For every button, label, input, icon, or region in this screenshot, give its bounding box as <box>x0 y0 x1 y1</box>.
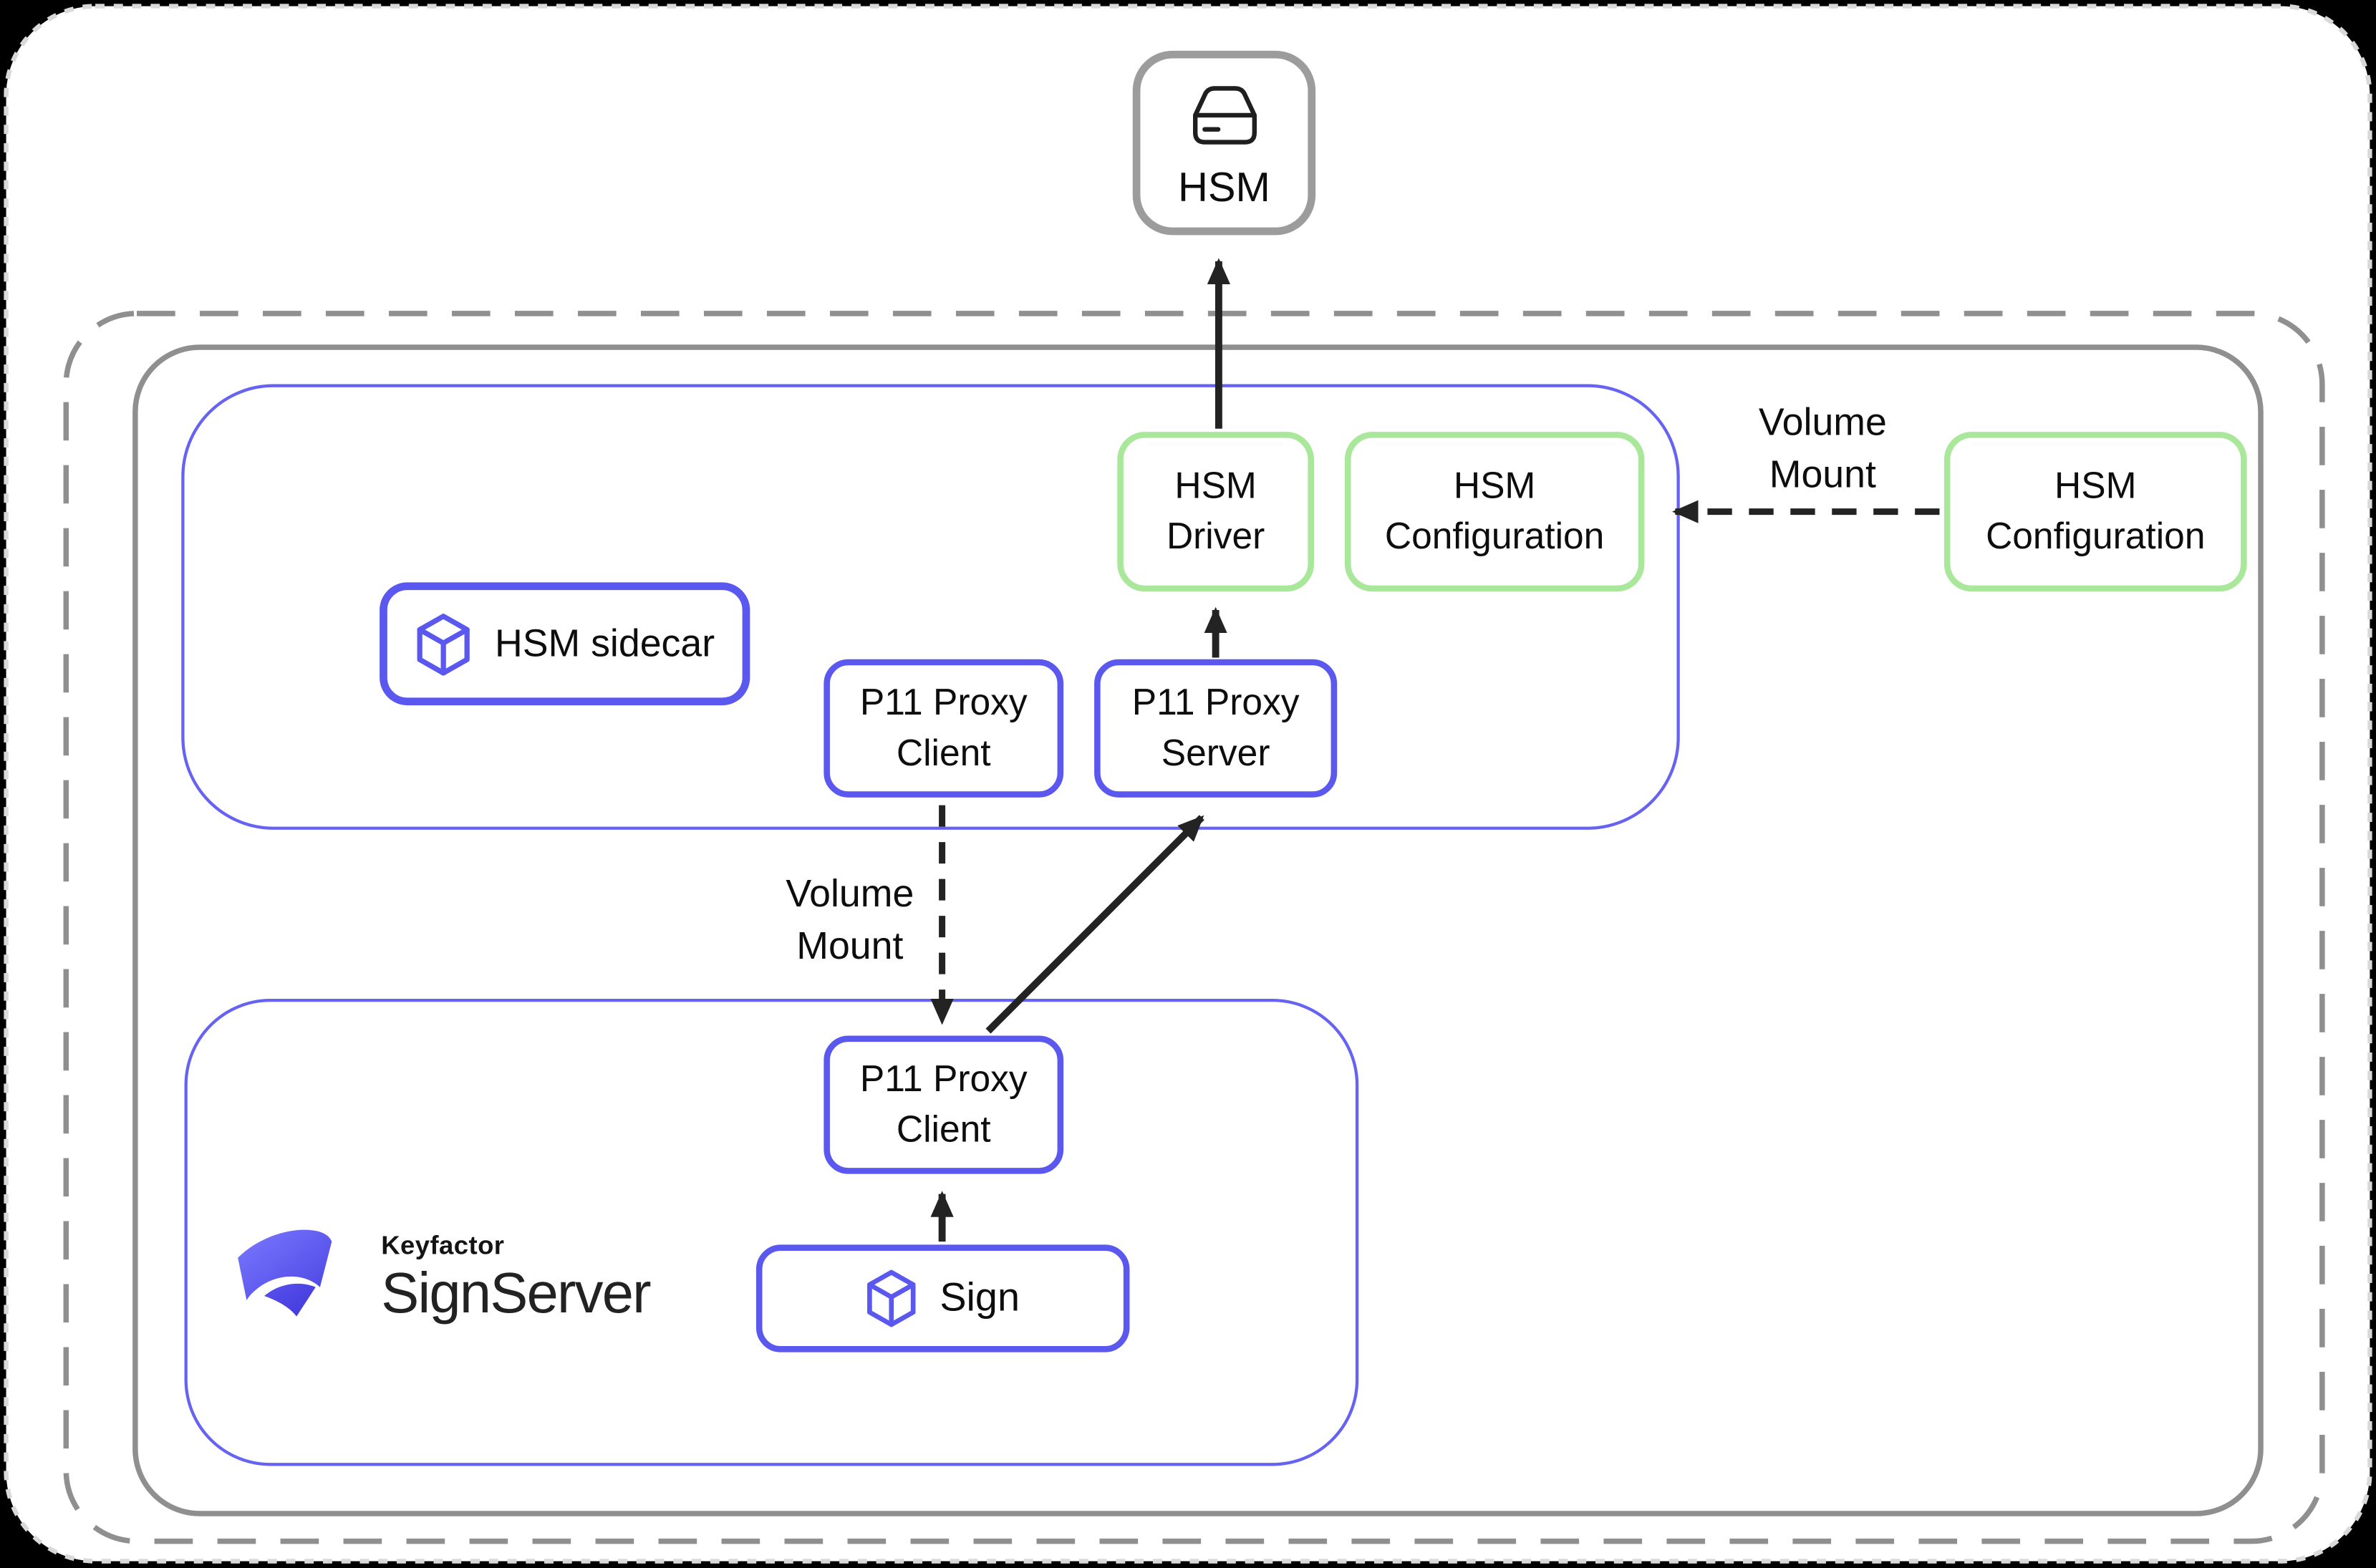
p11-proxy-server-label: P11 Proxy Server <box>1131 682 1300 775</box>
hsm-sidecar-title-box: HSM sidecar <box>380 582 750 706</box>
hsm-drive-icon <box>1192 86 1256 145</box>
volume-mount-label-right: Volume Mount <box>1758 401 1887 497</box>
p11-proxy-client-signserver-node: P11 Proxy Client <box>824 1035 1064 1174</box>
p11-proxy-client-sidecar-node: P11 Proxy Client <box>824 659 1064 798</box>
hsm-driver-label: HSM Driver <box>1166 465 1265 558</box>
p11-proxy-client-signserver-label: P11 Proxy Client <box>859 1058 1028 1151</box>
hsm-configuration-label: HSM Configuration <box>1384 465 1605 558</box>
hsm-sidecar-label: HSM sidecar <box>494 621 715 665</box>
sign-node: Sign <box>755 1244 1130 1352</box>
sign-label: Sign <box>940 1274 1020 1320</box>
p11-proxy-client-sidecar-label: P11 Proxy Client <box>859 682 1028 775</box>
p11-proxy-server-node: P11 Proxy Server <box>1094 659 1338 798</box>
hsm-driver-node: HSM Driver <box>1117 432 1314 592</box>
hsm-configuration-external-node: HSM Configuration <box>1943 432 2247 592</box>
logo-company-name: Keyfactor <box>381 1231 505 1260</box>
keyfactor-signserver-logo: Keyfactor SignServer <box>231 1226 652 1325</box>
hsm-label: HSM <box>1178 164 1270 211</box>
logo-text: Keyfactor SignServer <box>381 1226 651 1325</box>
package-cube-icon <box>417 613 470 675</box>
logo-product-name: SignServer <box>381 1261 651 1325</box>
hsm-configuration-node: HSM Configuration <box>1344 432 1645 592</box>
hsm-sidecar-pod-container <box>181 384 1680 830</box>
signserver-pod-container <box>184 999 1359 1466</box>
hsm-configuration-external-label: HSM Configuration <box>1986 465 2206 558</box>
volume-mount-label-middle: Volume Mount <box>786 873 914 969</box>
package-cube-icon <box>868 1269 917 1327</box>
keyfactor-ribbon-icon <box>238 1229 332 1317</box>
hsm-node: HSM <box>1132 50 1316 236</box>
